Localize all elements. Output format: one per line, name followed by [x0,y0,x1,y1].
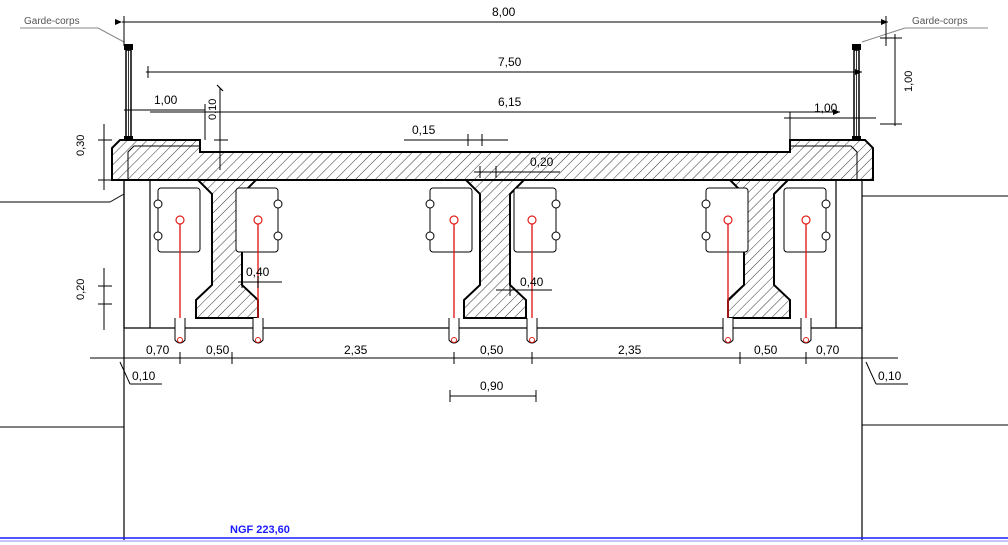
dim-offset-left: 0,10 [132,369,156,383]
ngf-label: NGF 223,60 [230,524,290,536]
dim-inner-width: 6,15 [498,95,522,109]
dim-curb-step: 0,10 [207,99,219,120]
dim-bearing-center: 0,50 [480,343,504,357]
guardrail-left: Garde-corps [20,16,133,141]
ground-lines [0,193,1008,428]
beam-right [727,179,791,319]
dim-roadway-width: 7,50 [498,55,522,69]
dim-curb-right: 1,00 [814,101,838,115]
dimension-lines [90,16,908,402]
dim-curb-left: 1,00 [154,93,178,107]
dim-guardrail-height: 1,00 [903,71,915,92]
dimension-texts: 8,00 7,50 6,15 1,00 1,00 0,10 0,30 1,00 … [75,5,915,393]
bolt-heads [153,199,831,241]
dim-bottom-flange-left: 0,40 [246,265,270,279]
dim-edge-left: 0,70 [146,343,170,357]
beams [195,179,791,319]
dim-bottom-flange-center: 0,40 [520,275,544,289]
anchor-rods [174,215,812,344]
deck-slab [111,139,874,181]
guardrail-right-label: Garde-corps [912,16,968,27]
dim-edge-right: 0,70 [816,343,840,357]
dim-span-left: 2,35 [344,343,368,357]
dim-slab-thickness: 0,30 [75,135,87,156]
guardrail-left-label: Garde-corps [24,16,80,27]
dim-web-thickness: 0,20 [530,155,554,169]
dim-bearing-right: 0,50 [754,343,778,357]
guardrail-right: Garde-corps [852,16,988,141]
dim-gap-between-beams: 0,15 [412,123,436,137]
dim-bearing-height: 0,20 [75,279,87,300]
dim-span-right: 2,35 [618,343,642,357]
dim-bearing-left: 0,50 [206,343,230,357]
dim-total-width: 8,00 [492,5,516,19]
dim-offset-right: 0,10 [878,369,902,383]
dim-center-support: 0,90 [480,379,504,393]
